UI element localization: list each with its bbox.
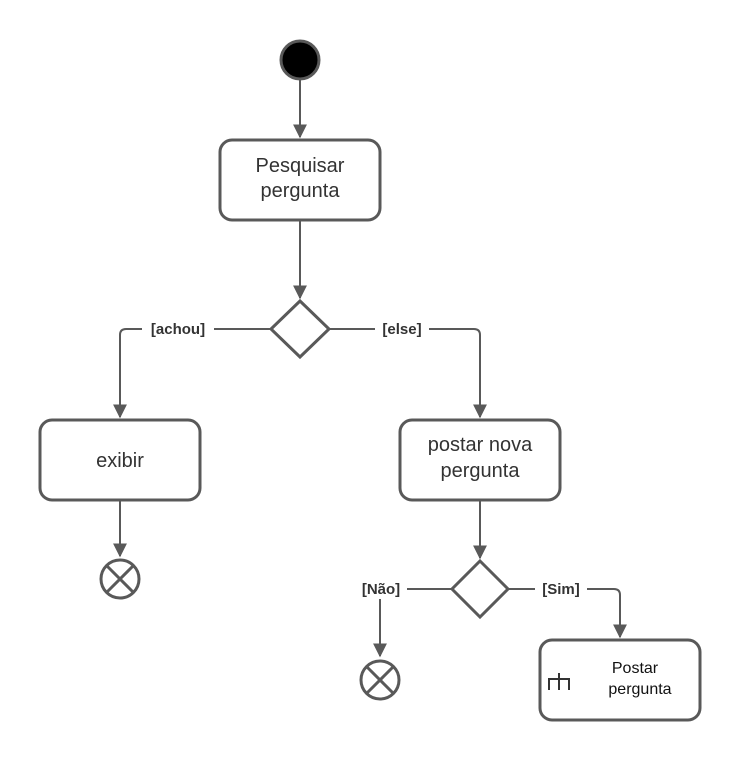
edge-nao	[373, 588, 452, 658]
guard-bg	[355, 579, 407, 599]
activity-final-node-2	[359, 659, 401, 701]
action-postar-pergunta: Postar pergunta	[538, 638, 702, 722]
action-label-line1: postar nova	[428, 434, 533, 456]
action-label-line1: Pesquisar	[256, 155, 345, 177]
guard-bg	[535, 579, 587, 599]
guard-bg	[142, 319, 214, 339]
decision-node-2	[449, 558, 511, 620]
action-box	[538, 638, 702, 722]
edge-achou	[113, 328, 271, 419]
action-label-line2: pergunta	[261, 180, 341, 202]
guard-achou: [achou]	[151, 321, 205, 338]
action-postar-nova-pergunta: postar nova pergunta	[398, 418, 562, 502]
edge-sim	[508, 588, 627, 639]
decision-node-1	[268, 298, 332, 360]
action-exibir: exibir	[38, 418, 202, 502]
initial-node	[279, 39, 321, 81]
action-pesquisar-pergunta: Pesquisar pergunta	[218, 138, 382, 222]
action-label: exibir	[96, 450, 144, 472]
guard-bg	[375, 319, 429, 339]
action-label-line2: pergunta	[441, 460, 521, 482]
guard-sim: [Sim]	[542, 581, 580, 598]
guard-nao: [Não]	[362, 581, 400, 598]
rake-icon	[548, 673, 570, 690]
edge-else	[329, 328, 487, 419]
guard-else: [else]	[382, 321, 421, 338]
action-label-line1: Postar	[612, 660, 659, 677]
activity-final-node-1	[99, 558, 141, 600]
action-label-line2: pergunta	[608, 681, 671, 698]
